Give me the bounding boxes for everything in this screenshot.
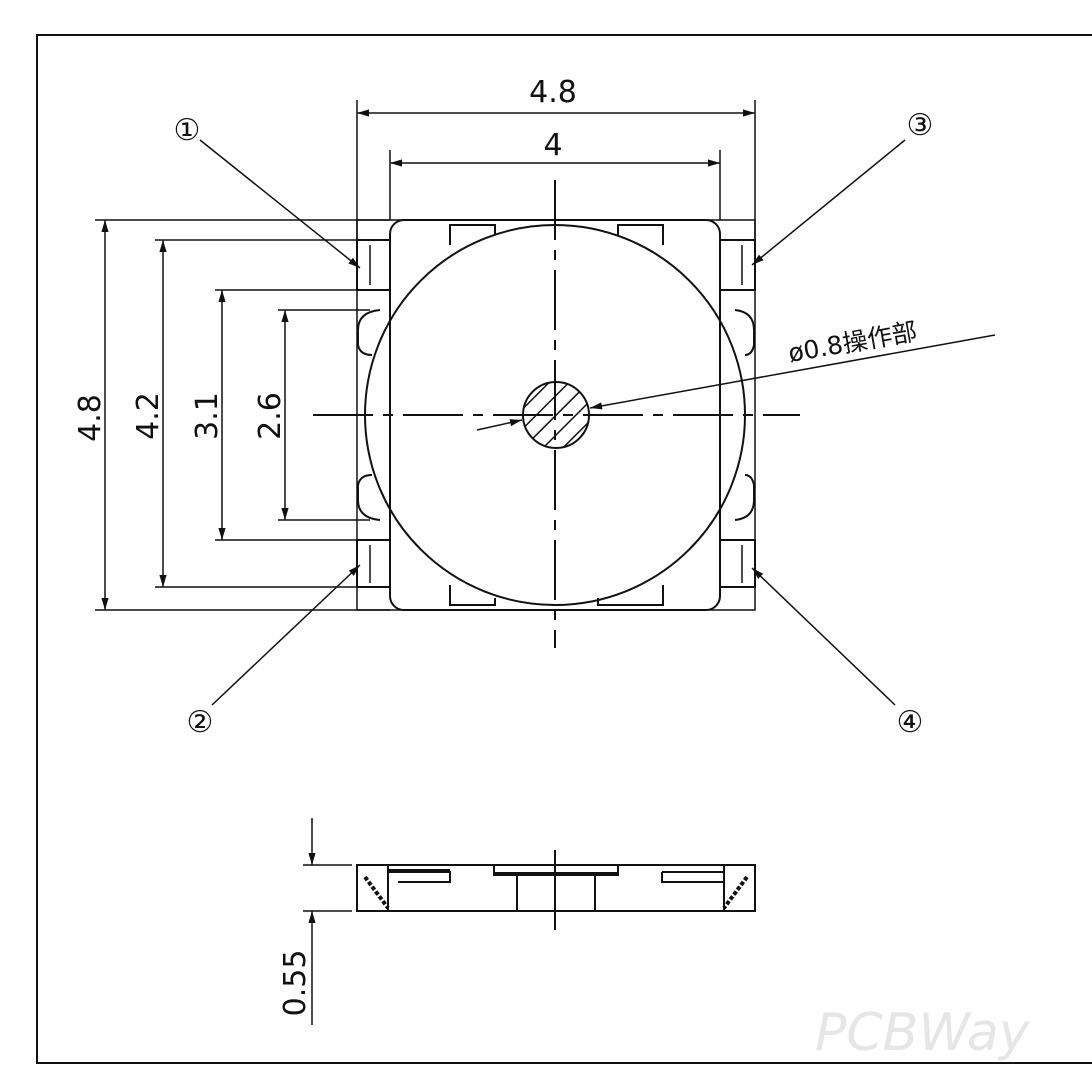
dim-inner-width: 4 [543,128,562,163]
dim-body-span: 2.6 [253,392,288,440]
body-lobes [357,224,755,606]
pin-4-label: ④ [897,705,924,740]
pin-1-label: ① [174,113,201,148]
top-view: ø0.8操作部 [313,180,996,648]
drawing-frame [36,34,1092,1064]
dimensions-horizontal: 4.8 4 [356,75,756,240]
side-view: 0.55 [278,818,756,1025]
actuator-leader [589,334,996,410]
dimensions-vertical: 4.8 4.2 3.1 2.6 [73,219,390,611]
pin-2-label: ② [187,705,214,740]
dim-outer-height: 4.8 [73,394,108,442]
watermark: PCBWay [815,1003,1031,1063]
dim-outer-width: 4.8 [529,75,577,110]
pin-3-label: ③ [907,108,934,143]
dim-terminal-span: 4.2 [131,392,166,440]
dim-side-height: 0.55 [278,950,313,1017]
terminals [356,239,756,588]
pin-labels: ① ② ③ ④ [174,108,934,740]
dim-inner-span: 3.1 [190,392,225,440]
